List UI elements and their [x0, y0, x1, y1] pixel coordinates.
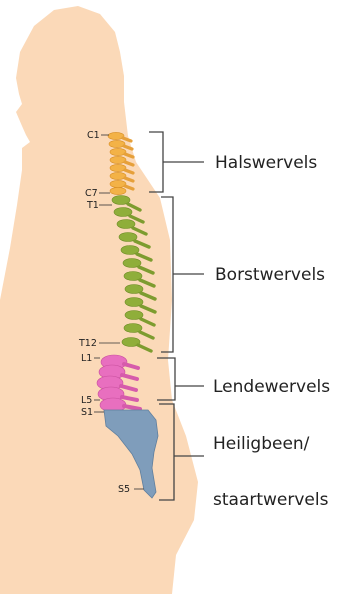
region-lumbar: Lendewervels — [213, 377, 330, 397]
vertebra — [110, 187, 126, 194]
label-l1: L1 — [81, 353, 92, 364]
body-silhouette — [0, 6, 198, 594]
label-c7: C7 — [85, 188, 98, 199]
label-t12: T12 — [78, 338, 97, 349]
label-s1: S1 — [81, 407, 93, 418]
label-s5: S5 — [118, 484, 130, 495]
region-thoracic: Borstwervels — [215, 265, 325, 285]
label-c1: C1 — [87, 130, 100, 141]
region-cervical: Halswervels — [215, 153, 317, 173]
region-sacral-line1: Heiligbeen/ — [213, 434, 310, 454]
region-sacral-line2: staartwervels — [213, 490, 329, 510]
label-l5: L5 — [81, 395, 92, 406]
bracket-cervical — [149, 132, 204, 192]
region-labels: Halswervels Borstwervels Lendewervels He… — [213, 153, 330, 510]
label-t1: T1 — [86, 200, 99, 211]
